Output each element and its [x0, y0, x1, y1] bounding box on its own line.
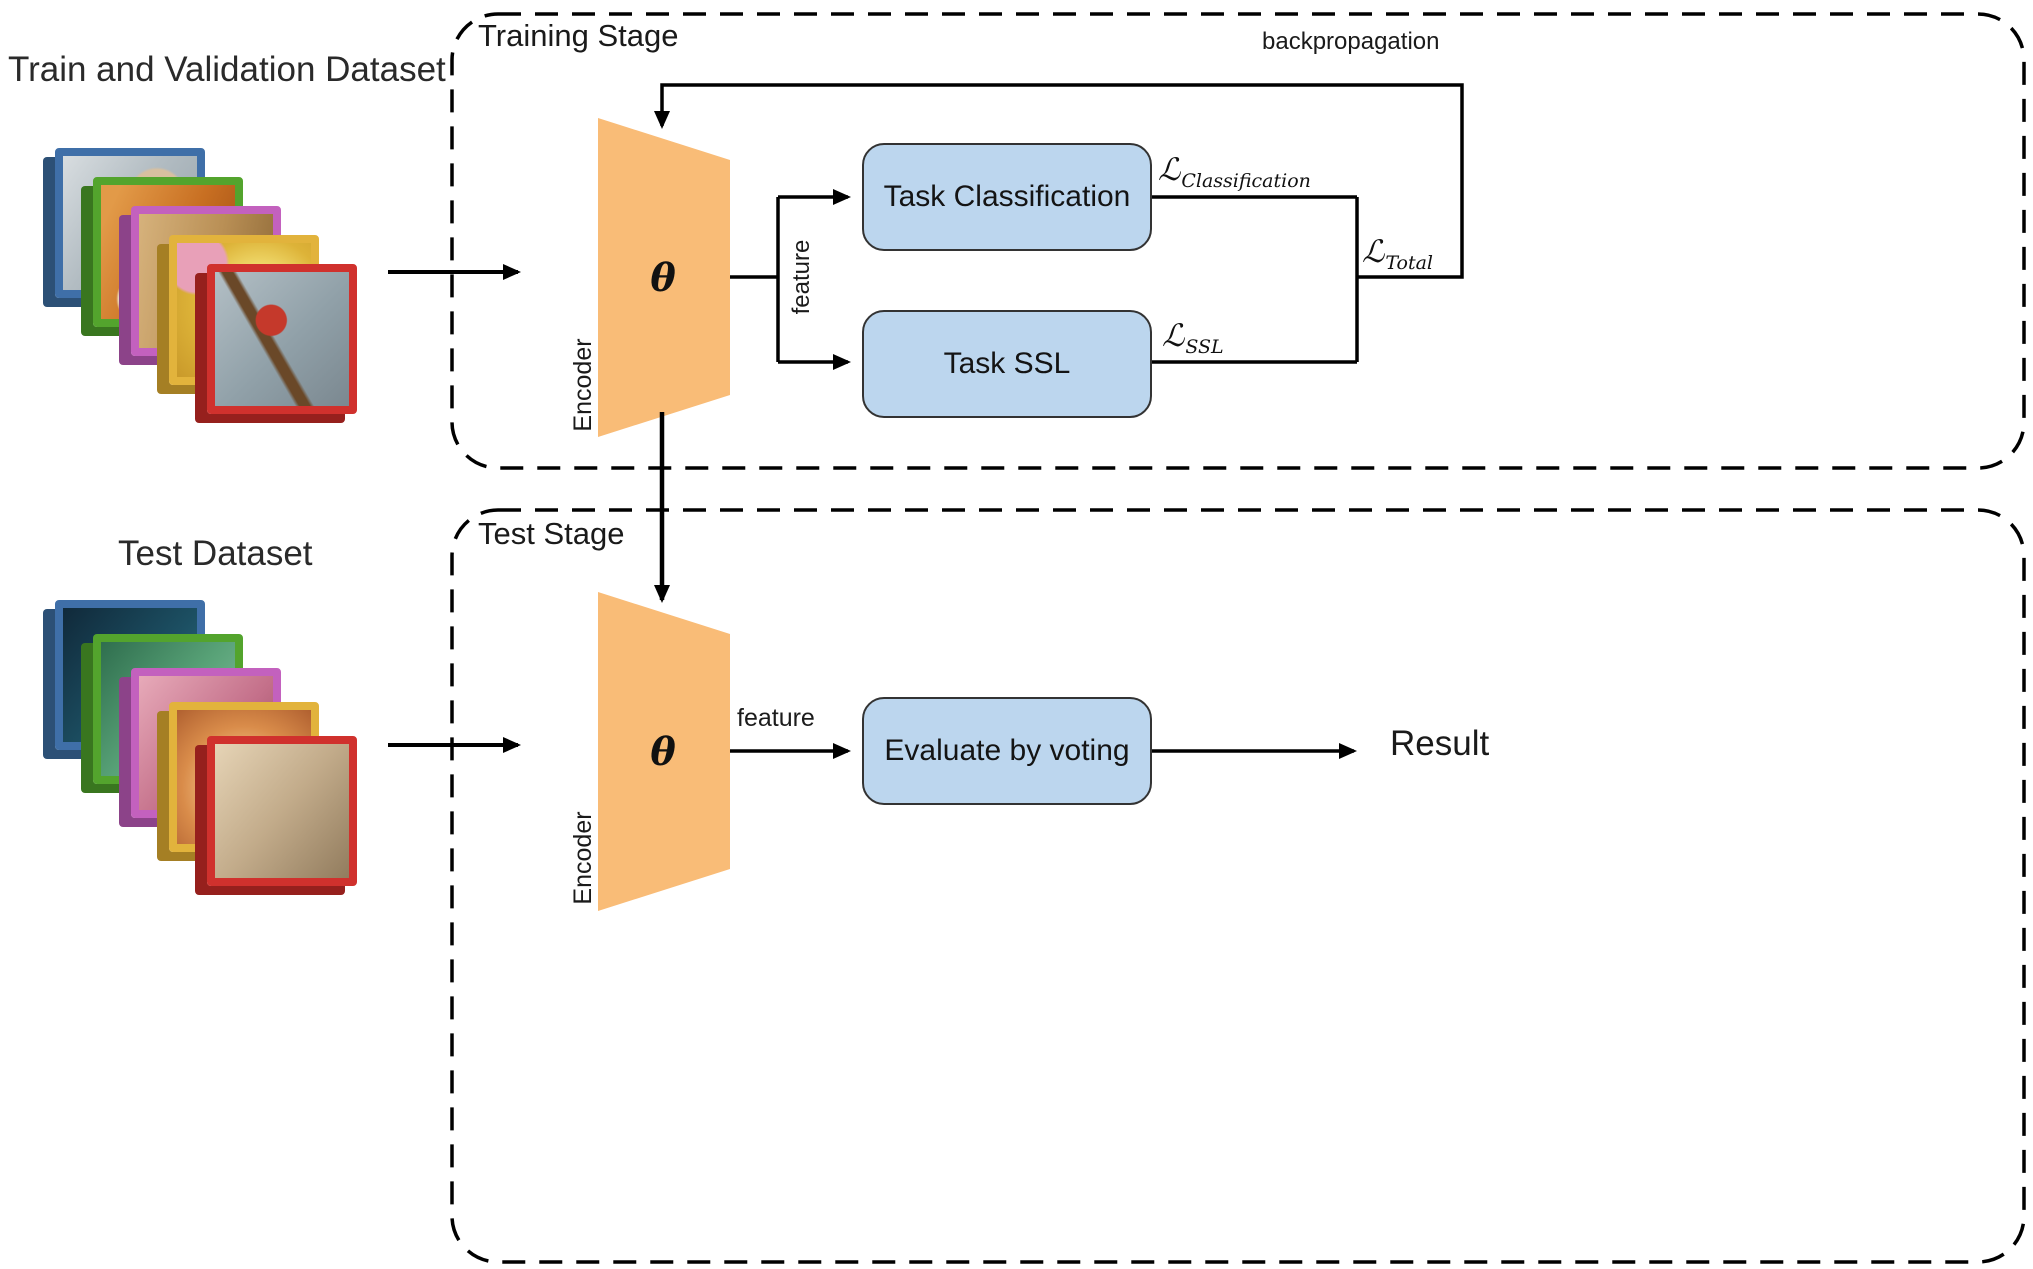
loss-symbol: ℒ	[1162, 318, 1185, 354]
test-encoder-shape	[598, 592, 730, 911]
training-stage-title: Training Stage	[478, 18, 679, 53]
loss-subscript: SSL	[1185, 336, 1224, 358]
training-feature-label: feature	[788, 239, 815, 315]
test-image-tile-5	[207, 736, 357, 886]
task-classification-box: Task Classification	[862, 143, 1152, 251]
evaluate-by-voting-box: Evaluate by voting	[862, 697, 1152, 805]
training-encoder-theta: θ	[650, 255, 676, 300]
line-training-feature-branch	[730, 197, 780, 362]
train-image-tile-5	[207, 264, 357, 414]
training-encoder-shape	[598, 118, 730, 437]
result-label: Result	[1390, 724, 1490, 763]
task-ssl-box: Task SSL	[862, 310, 1152, 418]
loss-symbol: ℒ	[1158, 152, 1181, 188]
loss-ssl-label: ℒSSL	[1162, 318, 1224, 358]
training-stage-border	[450, 12, 2026, 470]
backpropagation-label: backpropagation	[1262, 28, 1440, 55]
test-stage-title: Test Stage	[478, 516, 625, 551]
test-encoder-label: Encoder	[569, 811, 597, 905]
loss-classification-label: ℒClassification	[1158, 152, 1311, 192]
task-classification-label: Task Classification	[883, 180, 1131, 213]
test-encoder-theta: θ	[650, 729, 676, 774]
test-stage-border	[450, 508, 2026, 1264]
loss-subscript: Classification	[1181, 170, 1311, 192]
arrow-backpropagation-loop	[654, 83, 1464, 279]
test-dataset-label: Test Dataset	[118, 534, 313, 573]
train-dataset-label: Train and Validation Dataset	[8, 50, 446, 89]
evaluate-by-voting-label: Evaluate by voting	[884, 734, 1130, 767]
test-feature-label: feature	[737, 704, 815, 732]
task-ssl-label: Task SSL	[943, 347, 1071, 380]
loss-subscript: Total	[1385, 252, 1434, 274]
training-encoder-label: Encoder	[569, 338, 597, 432]
loss-symbol: ℒ	[1362, 234, 1385, 270]
loss-total-label: ℒTotal	[1362, 234, 1433, 274]
